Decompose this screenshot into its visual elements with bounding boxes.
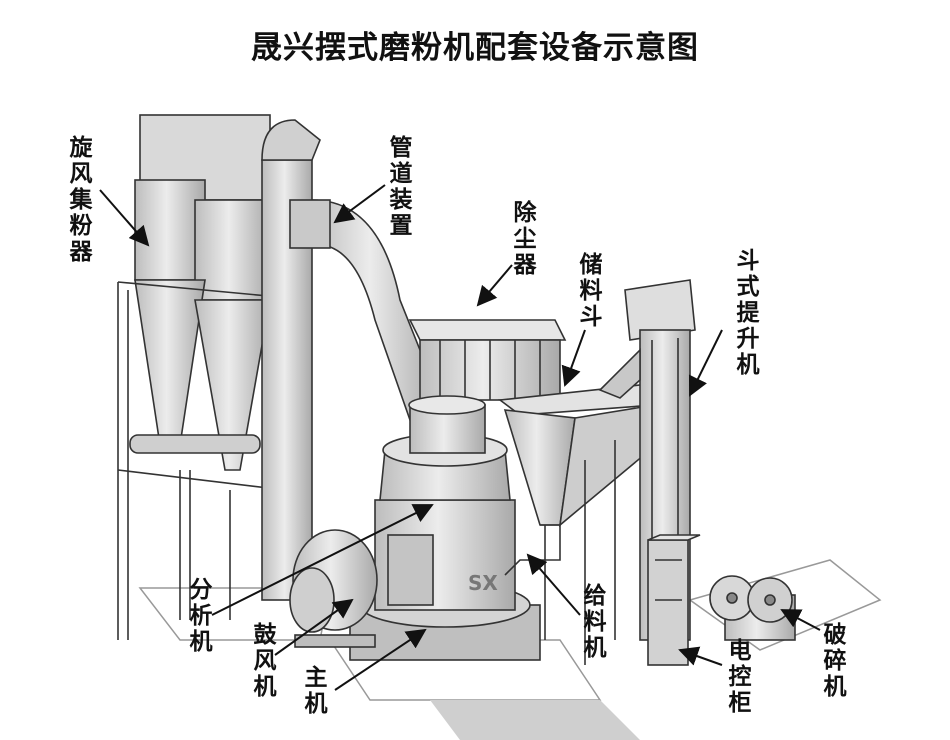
dust-collector — [408, 319, 567, 401]
label-blower: 鼓风机 — [253, 622, 277, 700]
label-crusher: 破碎机 — [823, 622, 847, 700]
callout-arrows — [99, 184, 821, 691]
label-pipe: 管道装置 — [389, 135, 413, 239]
label-feeder: 给料机 — [583, 583, 607, 661]
label-hopper: 储料斗 — [579, 252, 603, 330]
diagram-title: 晟兴摆式磨粉机配套设备示意图 — [251, 30, 699, 66]
label-cyclone: 旋风集粉器 — [69, 135, 93, 265]
label-analyzer: 分析机 — [189, 577, 213, 655]
main-mill — [349, 395, 541, 661]
label-dust-collector: 除尘器 — [513, 200, 537, 278]
pipe-assembly — [261, 119, 441, 601]
jaw-crusher — [709, 575, 796, 641]
label-main-mill: 主机 — [304, 665, 328, 717]
label-control-cabinet: 电控柜 — [728, 638, 752, 716]
storage-hopper — [497, 384, 657, 665]
label-elevator: 斗式提升机 — [736, 248, 760, 378]
cyclone-collector-group — [117, 114, 291, 640]
brand-mark: SX — [468, 571, 498, 595]
floor-walkway — [430, 700, 640, 740]
control-cabinet — [647, 534, 701, 666]
